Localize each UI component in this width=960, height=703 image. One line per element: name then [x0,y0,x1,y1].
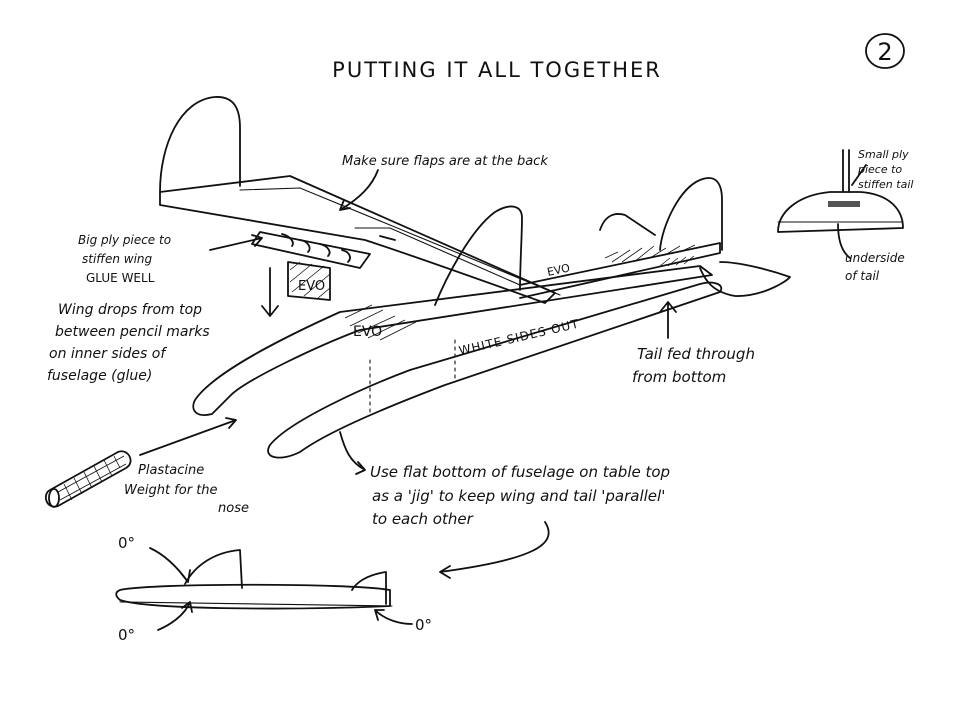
evo-fuselage-label: EVO [353,324,382,340]
wing-flap-line [239,187,561,296]
small-ply-line3: stiffen tail [858,178,913,191]
zero-bottom-left-label: 0° [118,626,135,644]
white-sides-label: WHITE SIDES OUT [458,317,581,358]
tail-fed-line1: Tail fed through [637,345,755,363]
page-title: PUTTING IT ALL TOGETHER [332,58,662,82]
small-ply-patch [828,201,860,207]
zero-top-label: 0° [118,534,135,552]
ply-note-line2: stiffen wing [82,252,153,266]
glider-isometric-drawing: EVO EVO WHITE SIDES OUT EVO [139,96,791,459]
tailplane-left [599,213,656,236]
plasticine-line1: Plastacine [138,463,204,478]
plasticine-weight-roll [44,450,132,508]
wing-drop-arrow [261,267,279,317]
evo-boom-label: EVO [546,261,571,279]
zero-top-arrow [149,547,191,583]
wing-note-line2: between pencil marks [55,324,210,340]
flaps-leader [339,169,379,211]
nose-weight-leader [139,417,237,456]
page-number-badge: 2 [865,33,905,69]
ply-leader-2 [379,235,396,241]
page-number: 2 [877,38,892,66]
small-ply-line1: Small ply [858,148,909,161]
tail-underside-detail [777,149,904,259]
underside-leader [837,223,851,259]
wing-note-line3: on inner sides of [49,346,167,362]
zero-bottom-right-label: 0° [415,616,432,634]
tail-boom [519,242,721,299]
wing-flap-line-2 [354,227,521,286]
jig-leader-arrow [439,521,550,579]
flaps-note: Make sure flaps are at the back [342,154,548,169]
jig-leader-top [339,431,366,475]
tail-feed-arrow [659,301,677,339]
jig-note-line2: as a 'jig' to keep wing and tail 'parall… [372,487,665,505]
left-wing-fin [159,96,241,193]
zero-bottom-left-arrow [157,601,193,631]
centre-wing-fin [434,205,523,306]
zero-bottom-right-arrow [374,609,413,625]
evo-wing-label: EVO [298,279,325,294]
small-ply-leader [851,164,867,186]
tailplane-right [699,261,791,297]
underside-line1: underside [845,251,905,265]
jig-note-line1: Use flat bottom of fuselage on table top [370,463,670,481]
wing-surface [159,175,556,304]
side-view-drawing [115,547,413,631]
small-ply-line2: piece to [857,163,902,176]
ply-note-line3: GLUE WELL [86,271,155,285]
left-fuselage-side [192,265,713,416]
ply-leader [209,234,263,251]
ply-note-line1: Big ply piece to [78,233,171,247]
evo-wing-root: EVO [287,261,331,301]
wing-note-line4: fuselage (glue) [47,368,152,384]
jig-note-line3: to each other [372,510,474,528]
plasticine-line2: Weight for the [124,483,218,498]
underside-line2: of tail [845,269,880,283]
wing-note-line1: Wing drops from top [58,302,202,318]
tail-fed-line2: from bottom [632,368,726,386]
plasticine-line3: nose [218,501,249,516]
tail-fin [659,177,723,251]
